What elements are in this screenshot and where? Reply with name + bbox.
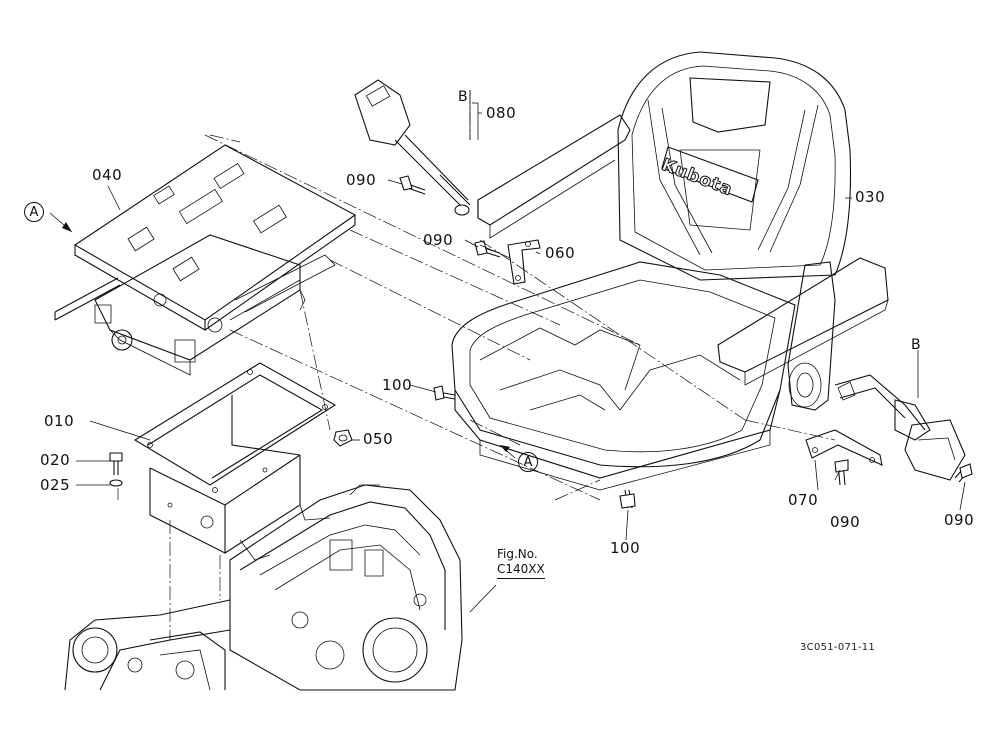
bolt-090-c	[835, 460, 848, 485]
part-label-010: 010	[44, 412, 75, 430]
bracket-box-010	[135, 363, 335, 553]
bolt-020	[110, 453, 122, 475]
figure-reference-label: Fig.No.	[497, 547, 538, 561]
document-id: 3C051-071-11	[800, 642, 876, 653]
ref-circle-a-top: A	[24, 202, 44, 222]
assembly-lines	[118, 90, 835, 640]
part-label-020: 020	[40, 451, 71, 469]
belt-retractor	[835, 375, 965, 480]
bolt-100-a	[434, 386, 455, 400]
figure-reference-code: C140XX	[497, 562, 545, 579]
part-label-090-d: 090	[944, 511, 975, 529]
part-label-090-a: 090	[346, 171, 377, 189]
part-label-080: 080	[486, 104, 517, 122]
arrow-a-bottom	[500, 445, 510, 452]
leader-lines	[50, 90, 965, 612]
bolt-090-d	[955, 464, 972, 482]
part-label-090-c: 090	[830, 513, 861, 531]
ref-circle-a-bottom: A	[518, 452, 538, 472]
transmission-housing	[65, 485, 462, 690]
suspension-040	[55, 145, 355, 375]
part-label-030: 030	[855, 188, 886, 206]
part-label-060: 060	[545, 244, 576, 262]
part-label-070: 070	[788, 491, 819, 509]
part-label-050: 050	[363, 430, 394, 448]
seat-030	[452, 52, 888, 490]
nut-050	[334, 430, 352, 446]
part-label-090-b: 090	[423, 231, 454, 249]
ref-b-top: B	[458, 89, 469, 105]
washer-025	[110, 480, 122, 486]
part-label-100-a: 100	[382, 376, 413, 394]
belt-buckle-080	[355, 80, 470, 215]
ref-b-right: B	[911, 337, 922, 353]
bolt-090-b	[475, 241, 500, 257]
part-label-040: 040	[92, 166, 123, 184]
bolt-100-b	[620, 490, 635, 508]
bracket-070	[806, 430, 882, 465]
bolt-090-a	[400, 176, 425, 194]
part-label-100-b: 100	[610, 539, 641, 557]
arrow-a-top	[62, 222, 72, 232]
part-label-025: 025	[40, 476, 71, 494]
figure-reference: Fig.No. C140XX	[497, 547, 545, 579]
